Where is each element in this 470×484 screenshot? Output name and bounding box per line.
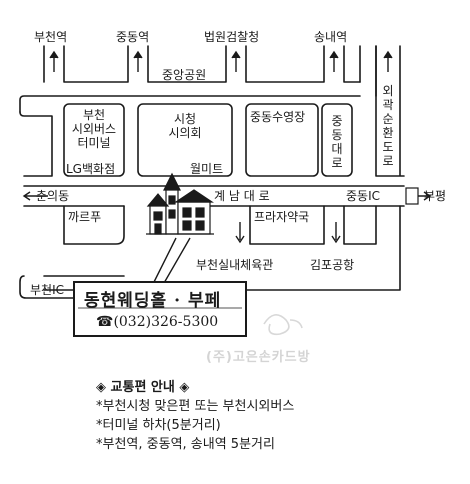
- road-arrow-icon: [383, 50, 393, 72]
- watermark-text: (주)고은손카드방: [206, 350, 311, 365]
- label-jungdong-station: 중동역: [116, 30, 150, 44]
- label-jungang-park: 중앙공원: [162, 68, 207, 82]
- road-arrow-icon: [22, 191, 48, 201]
- label-plaza-pharmacy: 프라자약국: [254, 210, 310, 224]
- road-arrow-icon: [235, 222, 245, 244]
- block-jungdong-daero: [321, 103, 353, 177]
- label-bucheon-gym: 부천실내체육관: [196, 258, 274, 272]
- road-outline-top-left: [43, 45, 361, 83]
- block-pool: [245, 103, 319, 177]
- block-plaza: [249, 205, 325, 245]
- label-chunui-dong: 춘의동: [36, 189, 70, 203]
- label-wellmart: 월미트: [190, 162, 224, 176]
- road-arrow-icon: [329, 50, 339, 72]
- label-jungdong-daero: 중동대로: [331, 114, 343, 170]
- transit-item: *부천시청 맞은편 또는 부천시외버스: [96, 399, 295, 414]
- road-arrow-icon: [49, 50, 59, 72]
- road-bucheon-ic: [19, 275, 81, 299]
- label-bupyeong: 부평: [424, 189, 447, 203]
- label-court-prosecution: 법원검찰청: [204, 30, 260, 44]
- block-city-hall: [137, 103, 233, 177]
- label-gimpo-airport: 김포공항: [310, 258, 355, 272]
- venue-phone: ☎(032)326-5300: [96, 314, 219, 330]
- label-jungdong-pool: 중동수영장: [250, 110, 306, 124]
- label-oegwak-road: 외곽순환도로: [382, 84, 394, 168]
- road-outline-left: [19, 111, 53, 177]
- road-outline-top-band: [19, 95, 361, 113]
- label-bucheon-terminal: 부천 시외버스 터미널: [71, 108, 117, 150]
- road-arrow-icon: [331, 222, 341, 244]
- transit-title: ◈ 교통편 안내 ◈: [96, 380, 190, 395]
- bupyeong-arrow-box: [405, 187, 419, 205]
- label-bucheon-ic: 부천IC: [30, 283, 64, 297]
- label-carrefour: 까르푸: [68, 210, 102, 224]
- venue-name: 동현웨딩홀 · 부페: [84, 291, 222, 311]
- label-bucheon-station: 부천역: [34, 30, 68, 44]
- block-carrefour: [63, 205, 125, 245]
- label-gyenam-daero: 계 남 대 로: [214, 189, 270, 203]
- wedding-hall-building-icon: [146, 172, 214, 235]
- label-songnae-station: 송내역: [314, 30, 348, 44]
- label-lg-department: LG백화점: [66, 162, 116, 176]
- venue-card: [73, 281, 247, 337]
- transit-info: ◈ 교통편 안내 ◈ *부천시청 맞은편 또는 부천시외버스 *터미널 하차(5…: [96, 378, 294, 454]
- label-city-hall: 시청 시의회: [168, 112, 202, 140]
- block-terminal: [63, 103, 125, 177]
- label-jungdong-ic: 중동IC: [346, 189, 380, 203]
- transit-item: *부천역, 중동역, 송내역 5분거리: [96, 437, 275, 452]
- road-outline-ring-road-upper: [359, 45, 377, 97]
- watermark-swirl: [263, 314, 303, 336]
- road-arrow-icon: [133, 50, 143, 72]
- transit-item: *터미널 하차(5분거리): [96, 418, 221, 433]
- road-arrow-icon: [231, 50, 241, 72]
